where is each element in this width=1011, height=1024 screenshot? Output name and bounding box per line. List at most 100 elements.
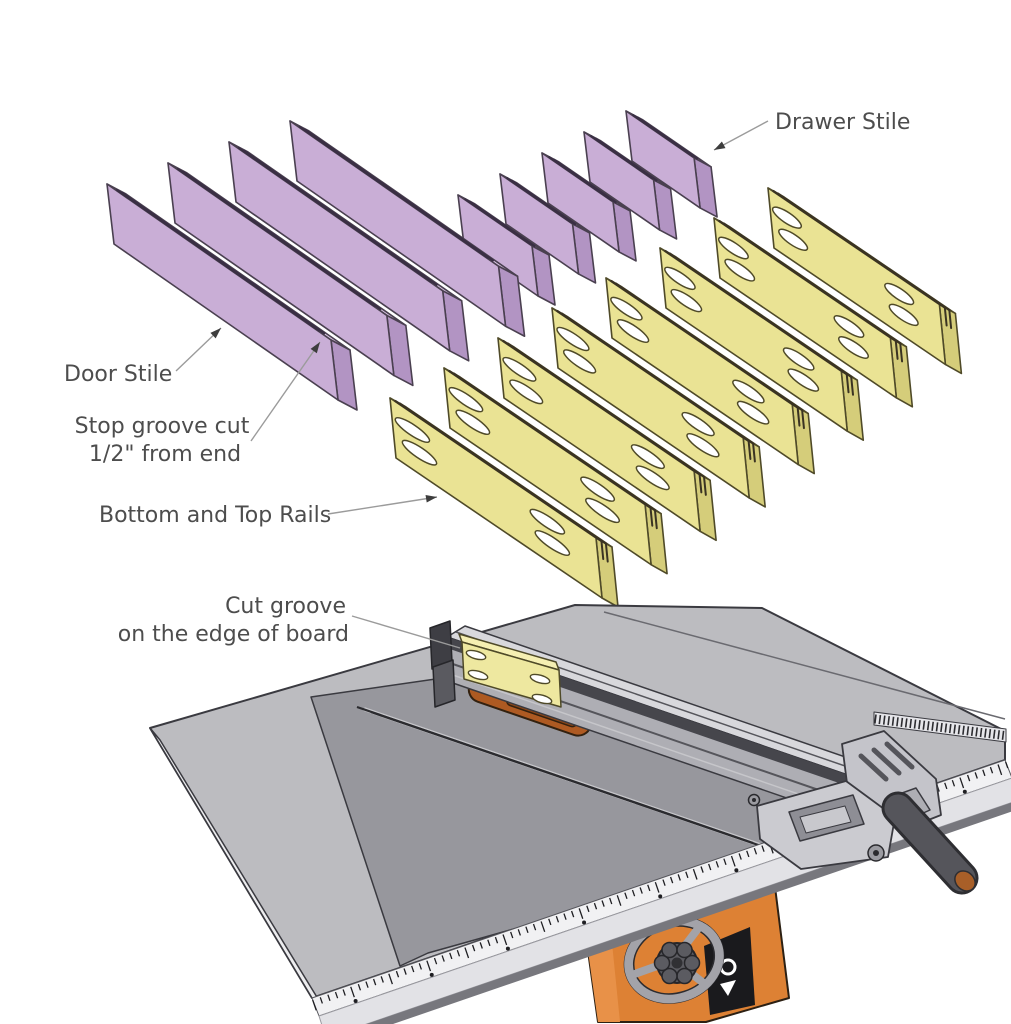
groove-end-notch	[698, 473, 703, 494]
line	[319, 997, 323, 1004]
groove-line	[594, 137, 658, 182]
line	[555, 915, 560, 923]
pocket-slot	[717, 236, 749, 260]
rails-group	[389, 187, 963, 608]
line	[708, 863, 712, 871]
line	[603, 611, 1006, 720]
line	[992, 729, 996, 739]
line	[715, 861, 719, 868]
line	[411, 965, 415, 973]
line	[548, 918, 552, 926]
groove-line	[776, 192, 951, 312]
groove-end-notch	[894, 339, 899, 360]
line	[913, 719, 917, 729]
line	[616, 895, 622, 906]
line	[962, 725, 965, 735]
groove-end-notch	[653, 509, 658, 530]
line	[997, 730, 1000, 740]
pocket-slot	[736, 400, 770, 425]
groove-end-notch	[649, 506, 654, 527]
pocket-slot	[635, 465, 670, 491]
line	[525, 926, 529, 934]
pocket-slot	[556, 326, 590, 352]
handwheel	[623, 916, 725, 1004]
pocket-slot	[686, 432, 720, 458]
line	[372, 978, 377, 986]
groove-end-notch	[752, 442, 756, 463]
line	[471, 944, 476, 952]
line	[327, 994, 331, 1002]
groove-line	[722, 222, 902, 345]
line	[662, 879, 666, 886]
line	[884, 794, 976, 892]
line	[578, 908, 584, 919]
cabinet-highlight	[588, 943, 620, 1022]
drawer-stile	[457, 194, 556, 306]
rail	[605, 277, 816, 475]
line	[388, 973, 393, 985]
ruler-mark	[429, 972, 434, 977]
groove-line	[452, 372, 657, 512]
hub-lobe	[683, 954, 701, 972]
pocket-slot	[771, 206, 803, 229]
door-stile	[289, 120, 526, 338]
pocket-slot	[670, 288, 703, 313]
line	[723, 858, 727, 866]
line	[456, 949, 461, 957]
groove-end-notch	[747, 439, 752, 460]
door-stile	[106, 183, 358, 411]
ruler-mark	[734, 868, 739, 873]
door-stiles-group	[106, 120, 526, 411]
line	[517, 929, 521, 936]
handle-tip	[954, 870, 976, 892]
groove-line	[506, 342, 706, 478]
rail	[497, 337, 717, 542]
line	[312, 999, 317, 1011]
line	[479, 942, 483, 949]
line	[586, 905, 590, 913]
line	[909, 718, 912, 729]
label-cut-groove-line1: Cut groove	[225, 594, 346, 619]
line	[738, 853, 742, 860]
line	[878, 714, 882, 725]
line	[357, 983, 362, 991]
groove-end-notch	[850, 375, 854, 396]
groove-end-notch	[943, 306, 948, 327]
ruler-mark	[505, 946, 510, 951]
line	[685, 871, 689, 879]
line	[418, 963, 422, 970]
line	[896, 717, 899, 727]
pocket-slot	[401, 439, 438, 466]
pocket-slot	[884, 282, 915, 306]
line	[532, 923, 537, 931]
hub-lobe	[676, 941, 693, 959]
line	[441, 955, 445, 962]
line	[700, 866, 704, 873]
line	[426, 960, 432, 972]
line	[494, 936, 499, 944]
pocket-slot	[534, 529, 571, 557]
groove-end-notch	[801, 409, 805, 430]
line	[959, 777, 965, 789]
label-bottom-top-rails: Bottom and Top Rails	[99, 503, 331, 528]
line	[647, 884, 651, 892]
line	[948, 723, 952, 734]
drawer-stiles-group	[457, 110, 718, 306]
pocket-slot	[616, 319, 650, 344]
rail	[389, 397, 619, 608]
arrowhead	[210, 328, 221, 339]
leader-stop-groove	[250, 341, 321, 442]
line	[601, 900, 605, 907]
line	[730, 855, 736, 867]
label-cut-groove-line2: on the edge of board	[118, 622, 349, 647]
rail	[659, 247, 865, 442]
line	[874, 714, 877, 724]
workpiece-board	[458, 633, 562, 708]
line	[487, 939, 491, 947]
lock-recess-inner	[799, 805, 852, 834]
hub-lobe	[661, 967, 678, 985]
line	[935, 722, 939, 732]
pocket-slot	[529, 508, 566, 535]
line	[540, 921, 546, 933]
